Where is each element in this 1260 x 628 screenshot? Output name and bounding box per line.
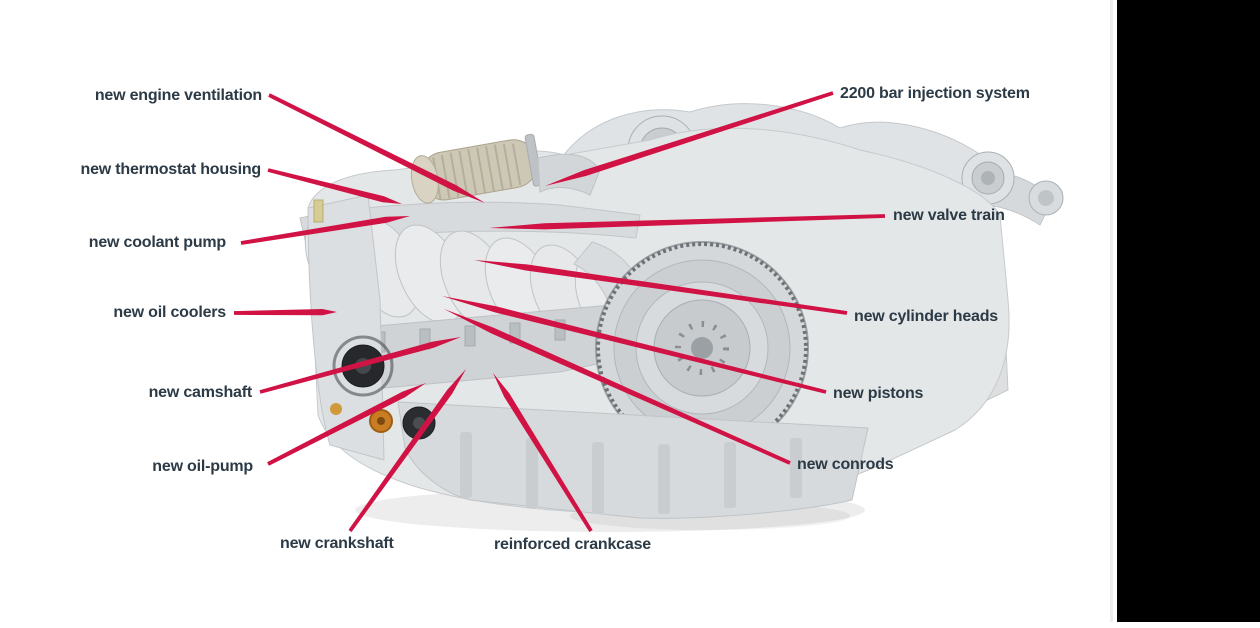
front-gear-cover: [307, 194, 436, 461]
flywheel: [595, 241, 809, 455]
callout-label-oil-pump: new oil-pump: [152, 458, 253, 475]
callout-line-conrods: [444, 309, 791, 465]
callout-line-engine-ventilation: [268, 93, 485, 203]
right-black-panel: [1117, 0, 1260, 622]
callout-line-valve-train: [489, 214, 886, 230]
callout-line-thermostat-housing: [267, 168, 402, 204]
callout-label-injection-system: 2200 bar injection system: [840, 85, 1030, 102]
callout-line-coolant-pump: [240, 216, 410, 245]
callout-label-camshaft: new camshaft: [148, 384, 253, 401]
callout-label-conrods: new conrods: [797, 456, 894, 473]
belt-pulley: [332, 335, 394, 397]
air-duct: [537, 153, 601, 196]
panel-divider: [1110, 0, 1113, 622]
callout-label-engine-ventilation: new engine ventilation: [94, 87, 262, 104]
callout-line-camshaft: [259, 337, 461, 394]
alternator-windings: [330, 403, 393, 433]
callout-label-reinforced-crankcase: reinforced crankcase: [494, 536, 651, 553]
callout-line-crankshaft: [348, 369, 466, 533]
yellow-tag: [313, 199, 324, 223]
callout-label-crankshaft: new crankshaft: [280, 535, 394, 552]
callout-label-oil-coolers: new oil coolers: [113, 304, 226, 321]
callout-line-injection-system: [545, 91, 834, 186]
oil-pan: [397, 401, 869, 519]
callout-line-cylinder-heads: [474, 260, 848, 315]
callout-line-reinforced-crankcase: [493, 373, 593, 532]
callout-label-pistons: new pistons: [833, 385, 924, 402]
callout-line-oil-coolers: [234, 309, 337, 316]
callout-line-pistons: [442, 296, 827, 394]
exhaust-outlet-flange: [961, 151, 1064, 216]
callout-line-oil-pump: [267, 383, 426, 466]
callout-label-cylinder-heads: new cylinder heads: [854, 308, 999, 325]
callout-label-valve-train: new valve train: [893, 207, 1005, 224]
callout-label-thermostat-housing: new thermostat housing: [80, 161, 262, 178]
callout-label-coolant-pump: new coolant pump: [88, 234, 226, 251]
oil-pump-part: [402, 406, 436, 440]
